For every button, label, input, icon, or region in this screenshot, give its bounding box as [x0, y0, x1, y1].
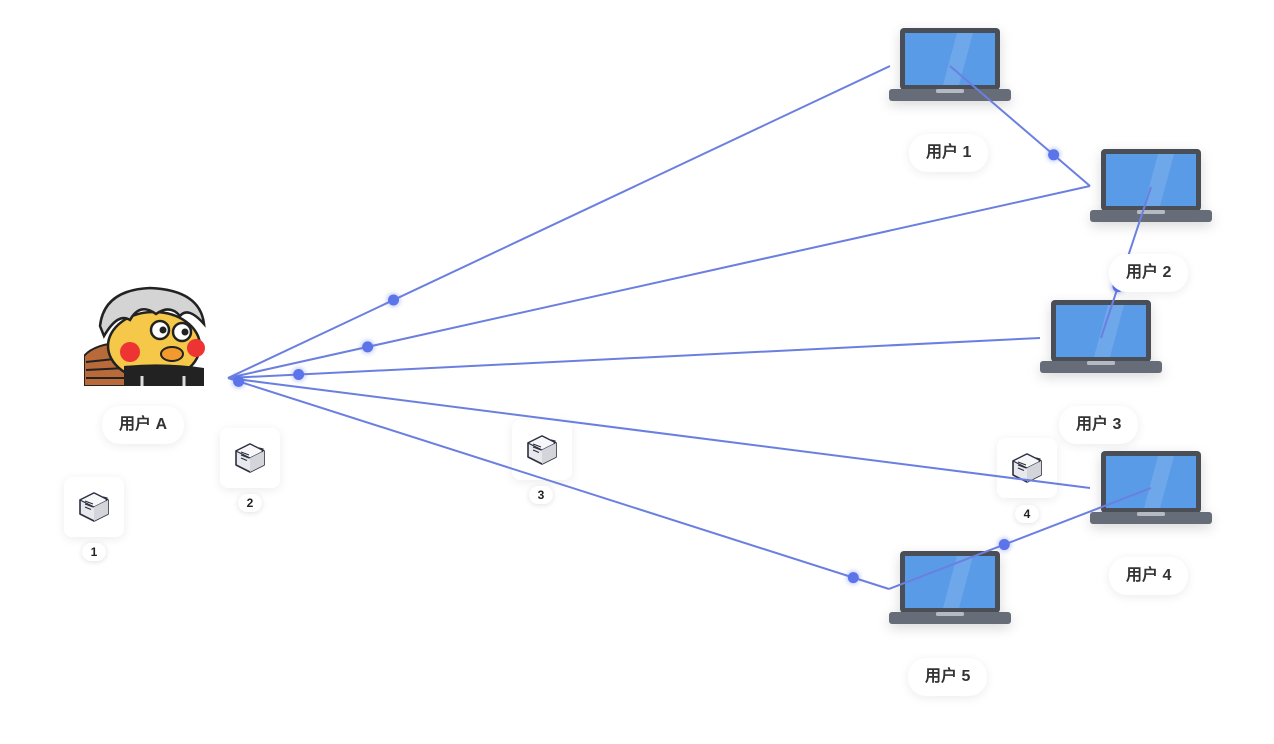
link-a-user-3: [227, 337, 1041, 379]
packet-1-number: 1: [82, 543, 106, 561]
transfer-dot: [233, 375, 245, 387]
data-package-icon: [1012, 453, 1042, 483]
data-package-icon: [79, 492, 109, 522]
user-4-label: 用户 4: [1109, 557, 1189, 595]
transfer-dot-glow: [846, 570, 861, 585]
laptop-user-3[interactable]: [1040, 299, 1162, 375]
laptop-icon: [1040, 300, 1162, 373]
laptop-user-5[interactable]: [889, 550, 1011, 626]
transfer-dot-glow: [1046, 147, 1061, 162]
transfer-dot-glow: [360, 339, 375, 354]
link-a-user-4: [227, 377, 1091, 489]
transfer-dot: [362, 341, 374, 353]
transfer-dot: [998, 539, 1010, 551]
transfer-dot-glow: [291, 367, 306, 382]
laptop-icon: [1090, 451, 1212, 524]
packet-4-number: 4: [1015, 505, 1039, 523]
packet-2[interactable]: [220, 428, 280, 488]
transfer-dot: [388, 294, 399, 306]
packet-4[interactable]: [997, 438, 1057, 498]
packet-3-number: 3: [529, 486, 553, 504]
laptop-user-1[interactable]: [889, 27, 1011, 103]
duck-avatar-icon: [83, 286, 206, 387]
packet-1[interactable]: [64, 477, 124, 537]
user-1-label: 用户 1: [909, 134, 989, 172]
user-2-label: 用户 2: [1109, 254, 1189, 292]
laptop-user-4[interactable]: [1090, 450, 1212, 526]
laptop-icon: [889, 28, 1011, 101]
user-a-label: 用户 A: [102, 406, 185, 444]
link-a-user-5: [227, 377, 890, 590]
transfer-dot: [847, 572, 859, 584]
laptop-icon: [1090, 149, 1212, 222]
transfer-dot-glow: [231, 374, 246, 389]
laptop-user-2[interactable]: [1090, 148, 1212, 224]
link-a-user-2: [227, 185, 1091, 379]
packet-2-number: 2: [238, 494, 262, 512]
user-a-avatar: [83, 286, 206, 387]
user-3-label: 用户 3: [1059, 406, 1139, 444]
laptop-icon: [889, 551, 1011, 624]
data-package-icon: [235, 443, 265, 473]
transfer-dot: [293, 369, 305, 381]
transfer-dot: [1048, 149, 1060, 161]
transfer-dot-glow: [386, 293, 401, 307]
link-a-user-1: [227, 65, 891, 379]
user-5-label: 用户 5: [908, 658, 988, 696]
packet-3[interactable]: [512, 420, 572, 480]
data-package-icon: [527, 435, 557, 465]
